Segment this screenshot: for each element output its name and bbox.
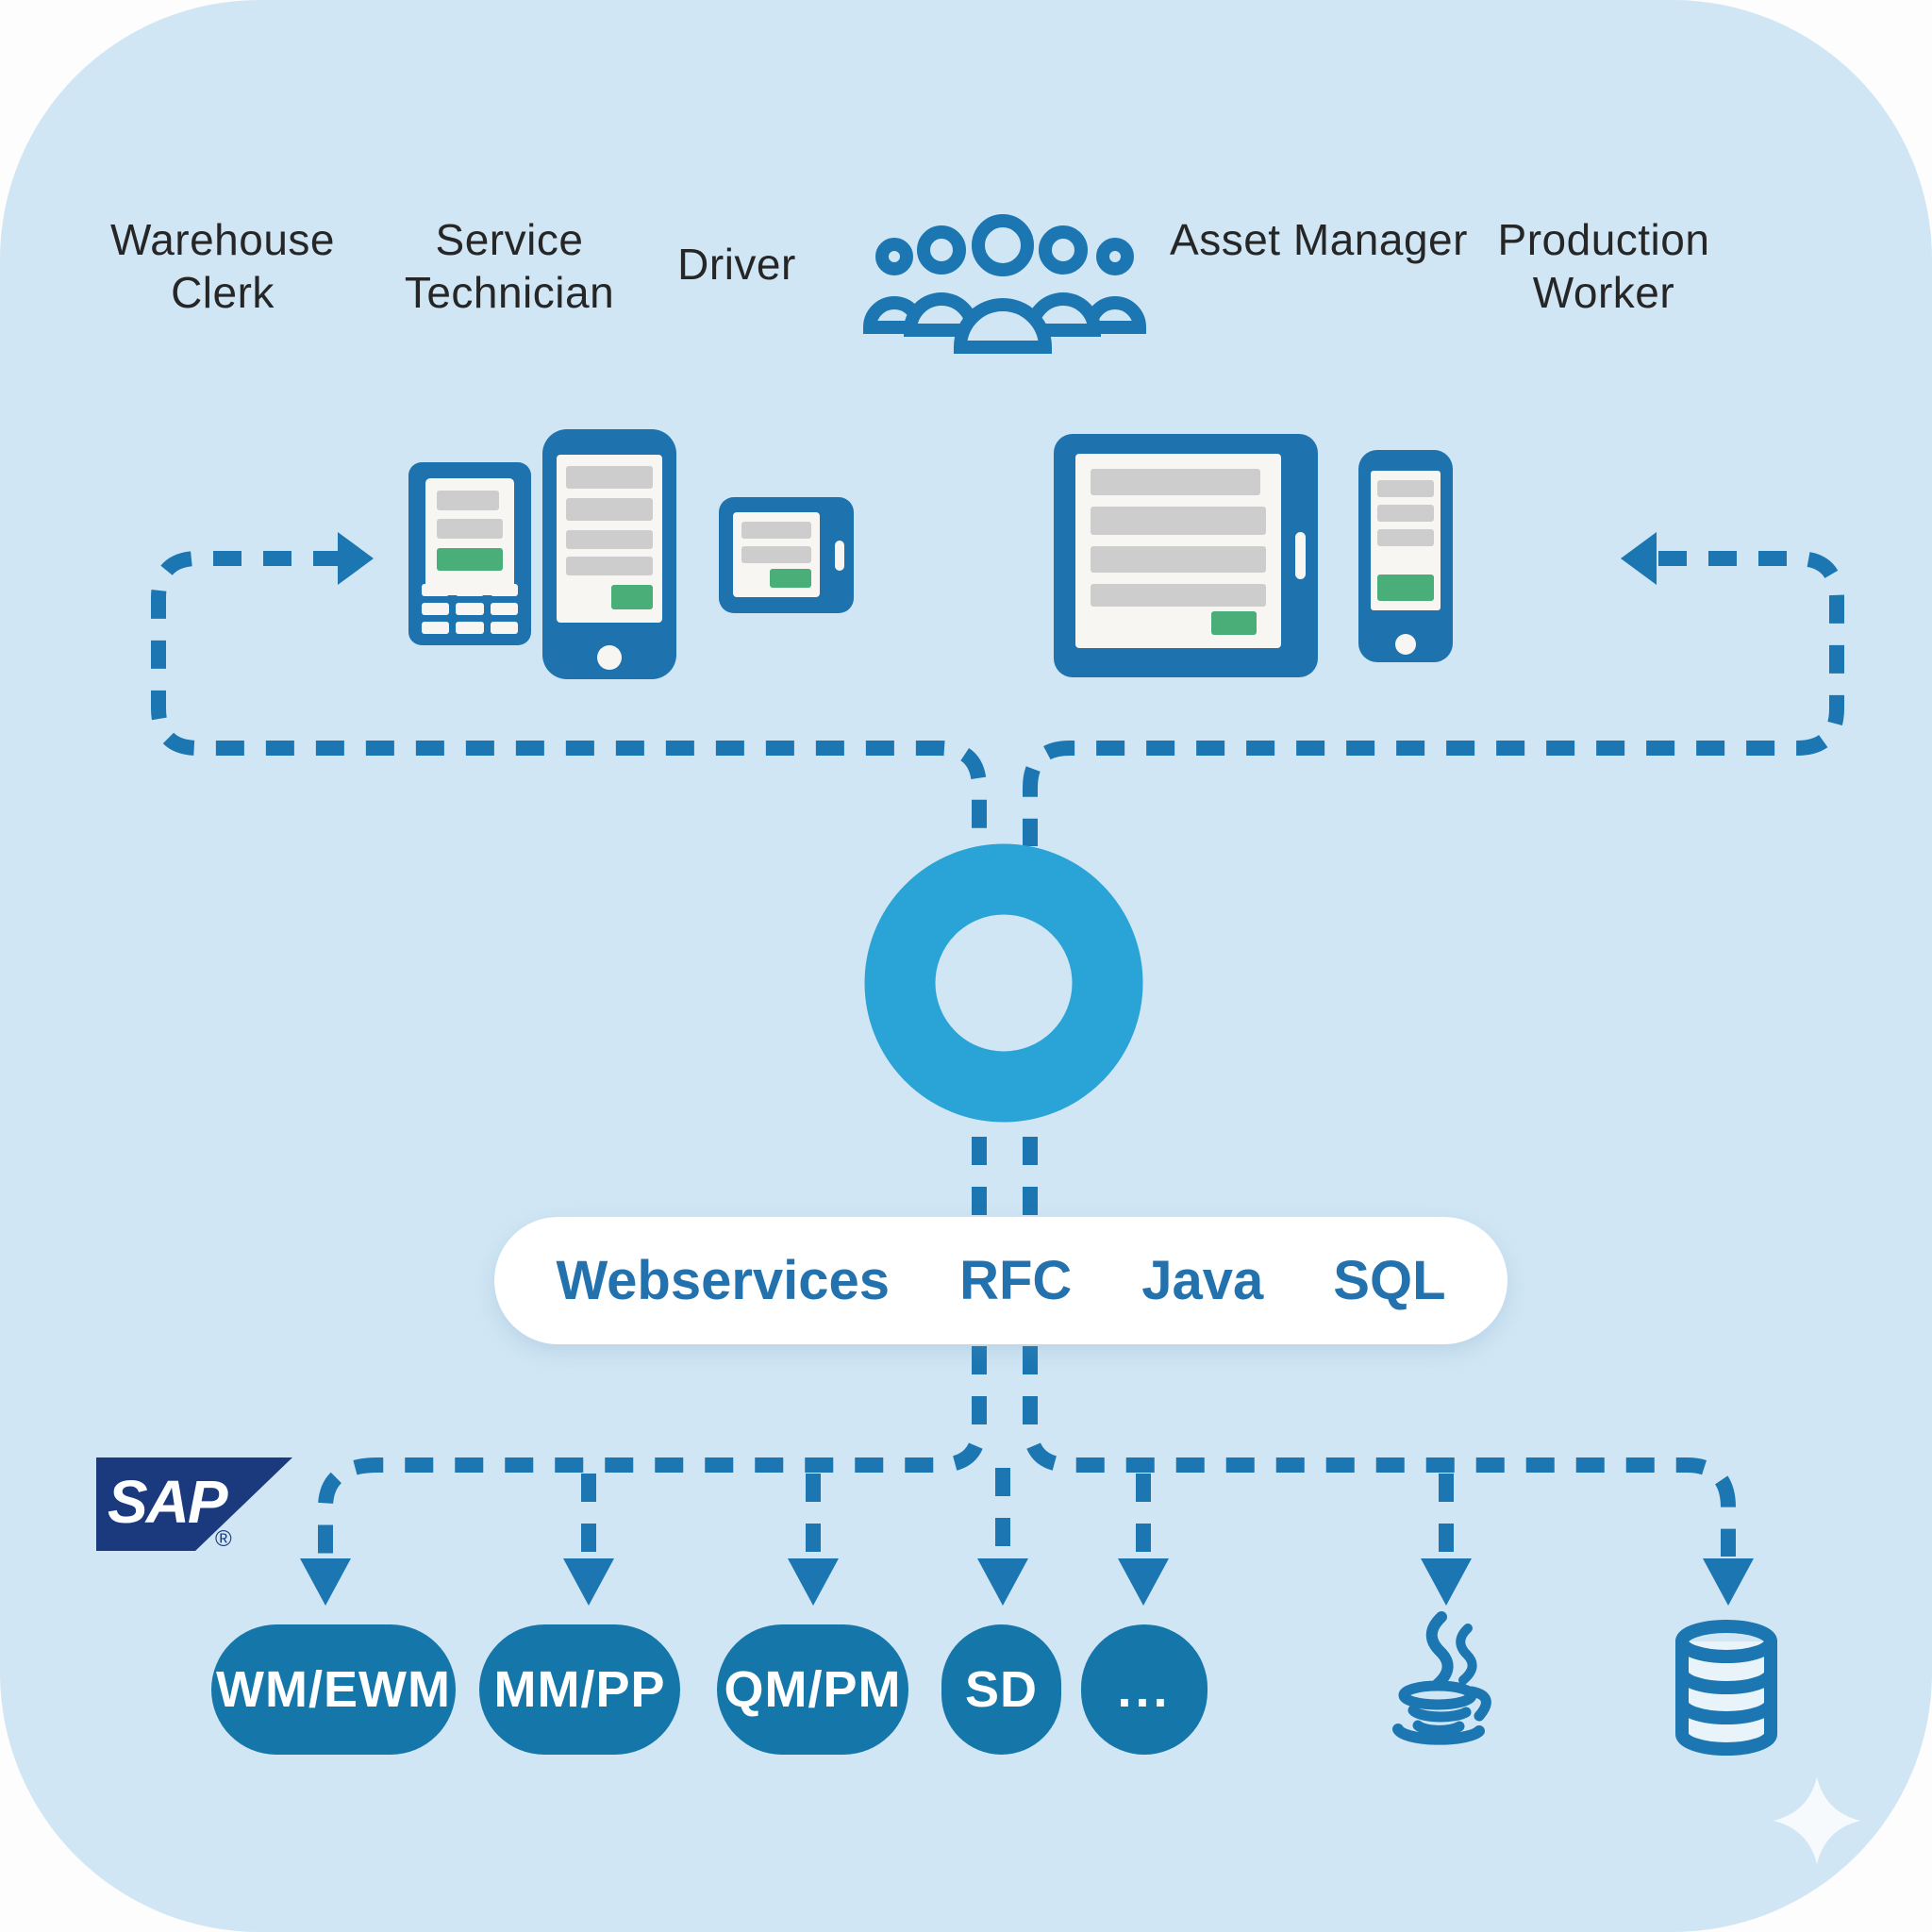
arrow-down-icons — [300, 1558, 1754, 1606]
protocol-rfc: RFC — [959, 1250, 1073, 1311]
role-label-asset-manager: Asset Manager — [1170, 215, 1468, 264]
integration-layer-pill: Webservices RFC Java SQL — [494, 1217, 1507, 1344]
home-button — [597, 645, 622, 670]
left-flow-dashed-arrow — [151, 532, 987, 846]
home-button — [1295, 532, 1306, 579]
smartphone-landscape-device-icon — [719, 497, 854, 613]
home-button — [1395, 634, 1416, 655]
database-icon — [1675, 1620, 1777, 1756]
home-button — [835, 541, 844, 571]
arrow-left-icon — [1621, 532, 1657, 585]
protocol-webservices: Webservices — [556, 1250, 891, 1311]
device-screen — [557, 455, 662, 623]
handheld-scanner-device-icon — [408, 462, 531, 645]
java-logo-icon — [1392, 1611, 1491, 1745]
role-label-service-technician: Service Technician — [404, 215, 615, 318]
device-screen — [425, 478, 514, 595]
device-screen — [1371, 471, 1441, 610]
module-pill-qm-pm: QM/PM — [717, 1624, 908, 1755]
module-pill-more: ... — [1081, 1624, 1208, 1755]
device-screen — [1075, 454, 1281, 648]
module-pill-wm-ewm: WM/EWM — [211, 1624, 456, 1755]
right-flow-dashed-arrow — [1023, 532, 1844, 846]
backend-rail-left — [318, 1346, 987, 1557]
backend-rail-right — [1023, 1346, 1736, 1557]
module-pill-mm-pp: MM/PP — [479, 1624, 680, 1755]
smartphone-portrait-device-icon — [542, 429, 676, 679]
smartphone-small-device-icon — [1358, 450, 1453, 662]
role-label-driver: Driver — [677, 240, 796, 289]
sap-logo-text: SAP — [108, 1467, 228, 1536]
tablet-landscape-device-icon — [1054, 434, 1318, 677]
sparkle-icon — [1774, 1777, 1860, 1864]
device-screen — [733, 512, 820, 597]
role-label-warehouse-clerk: Warehouse Clerk — [109, 215, 336, 318]
hub-ring-icon — [864, 843, 1143, 1123]
arrow-right-icon — [338, 532, 374, 585]
module-pill-sd: SD — [941, 1624, 1061, 1755]
users-group-icon — [862, 214, 1147, 354]
protocol-java: Java — [1141, 1250, 1264, 1311]
protocol-sql: SQL — [1333, 1250, 1446, 1311]
sap-registered-mark: ® — [215, 1526, 232, 1552]
scanner-keypad — [422, 584, 518, 634]
role-label-production-worker: Production Worker — [1497, 215, 1710, 318]
